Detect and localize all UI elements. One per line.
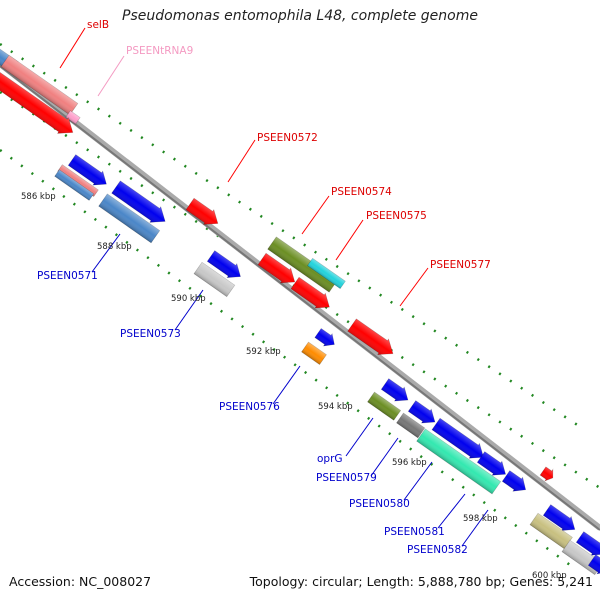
gene-label-pseen0576[interactable]: PSEEN0576: [219, 401, 280, 413]
leader-line-pseen0576: [272, 365, 301, 405]
gene-label-pseen0572[interactable]: PSEEN0572: [257, 132, 318, 144]
tick-track-mid: [0, 90, 600, 490]
gene-label-pseen0571[interactable]: PSEEN0571: [37, 270, 98, 282]
gene-arrow-pseen0575[interactable]: [307, 257, 346, 290]
leader-line-pseen0581: [437, 493, 466, 529]
leader-line-pseen0577: [399, 267, 429, 307]
gene-label-pseen0573[interactable]: PSEEN0573: [120, 328, 181, 340]
leader-line-pseen0582: [461, 509, 489, 547]
gene-label-selb[interactable]: selB: [87, 19, 109, 31]
gene-label-pseen0581[interactable]: PSEEN0581: [384, 526, 445, 538]
gene-arrow-red-0575b[interactable]: [290, 276, 335, 315]
leader-line-pseen0580: [403, 461, 433, 501]
kbp-labels: 586 kbp 588 kbp 590 kbp 592 kbp 594 kbp …: [21, 192, 567, 581]
gene-arrow-pseen0576[interactable]: [301, 341, 327, 365]
leader-line-pseen0572: [227, 139, 256, 183]
gene-arrow-pseen0572[interactable]: [185, 197, 223, 231]
kbp-label-590: 590 kbp: [171, 294, 206, 304]
gene-arrow-red-0574b[interactable]: [257, 252, 300, 290]
gene-arrow-blue-599a[interactable]: [542, 503, 580, 536]
tick-track-inner: [0, 148, 571, 567]
gene-arrow-salmon-586[interactable]: [57, 164, 99, 197]
gene-arrow-pseen0573[interactable]: [193, 261, 236, 298]
gene-label-pseentrna9[interactable]: PSEENtRNA9: [126, 45, 193, 57]
leader-line-pseen0575: [335, 219, 364, 261]
tick-tracks: [0, 42, 600, 567]
gene-label-oprg[interactable]: oprG: [317, 453, 343, 465]
leader-line-pseen0574: [301, 195, 330, 235]
gene-arrow-blue-595b[interactable]: [431, 417, 489, 465]
gene-label-pseen0579[interactable]: PSEEN0579: [316, 472, 377, 484]
gene-arrow-pseen0577[interactable]: [347, 317, 399, 361]
gene-label-pseen0582[interactable]: PSEEN0582: [407, 544, 468, 556]
tick-track-outer: [0, 42, 586, 432]
gene-arrow-oprg[interactable]: [367, 391, 402, 421]
gene-labels-top: selB PSEENtRNA9 PSEEN0572 PSEEN0574 PSEE…: [87, 19, 491, 271]
page-title: Pseudomonas entomophila L48, complete ge…: [122, 8, 478, 24]
gene-arrow-blue-597a[interactable]: [476, 450, 510, 481]
leader-line-pseentrna9: [97, 55, 125, 97]
topology-text: Topology: circular; Length: 5,888,780 bp…: [249, 574, 593, 589]
gene-arrow-red-598[interactable]: [539, 465, 557, 483]
gene-arrow-blue-595a[interactable]: [407, 399, 440, 429]
leader-line-pseen0571: [91, 233, 121, 273]
gene-label-pseen0577[interactable]: PSEEN0577: [430, 259, 491, 271]
gene-label-pseen0580[interactable]: PSEEN0580: [349, 498, 410, 510]
kbp-label-588: 588 kbp: [97, 242, 132, 252]
gene-arrow-blue-587[interactable]: [111, 179, 171, 229]
gene-arrow-pseen0573-blue[interactable]: [206, 249, 245, 284]
gene-arrow-blue-592[interactable]: [314, 327, 339, 351]
gene-arrow-steelblue-586[interactable]: [54, 169, 95, 201]
kbp-label-598: 598 kbp: [463, 514, 498, 524]
gene-arrow-blue-586a[interactable]: [67, 153, 111, 191]
genome-backbone: [0, 61, 600, 531]
gene-arrow-blue-600[interactable]: [587, 553, 600, 578]
kbp-label-592: 592 kbp: [246, 347, 281, 357]
kbp-label-600: 600 kbp: [532, 571, 567, 581]
gene-arrow-blue-597b[interactable]: [501, 469, 530, 497]
accession-text: Accession: NC_008027: [9, 574, 152, 589]
gene-arrow-pseen0571[interactable]: [98, 193, 161, 244]
leader-lines: [59, 27, 489, 547]
gene-arrow-pseentrna9-tip[interactable]: [65, 110, 81, 125]
gene-arrow-pseen0580[interactable]: [416, 428, 502, 495]
gene-arrow-pseen0579[interactable]: [396, 412, 426, 439]
leader-line-selb: [59, 27, 86, 69]
kbp-label-596: 596 kbp: [392, 458, 427, 468]
kbp-label-586: 586 kbp: [21, 192, 56, 202]
kbp-label-594: 594 kbp: [318, 402, 353, 412]
gene-label-pseen0575[interactable]: PSEEN0575: [366, 210, 427, 222]
leader-line-pseen0579: [370, 437, 399, 477]
gene-arrow-red-top[interactable]: [0, 70, 78, 140]
leader-line-oprg: [345, 417, 374, 457]
gene-arrow-blue-594[interactable]: [380, 377, 413, 407]
gene-track: [0, 44, 600, 578]
leader-line-pseen0573: [174, 289, 204, 331]
genome-backbone-shadow: [0, 65, 600, 531]
gene-label-pseen0574[interactable]: PSEEN0574: [331, 186, 392, 198]
gene-labels-bottom: PSEEN0571 PSEEN0573 PSEEN0576 oprG PSEEN…: [37, 270, 468, 556]
